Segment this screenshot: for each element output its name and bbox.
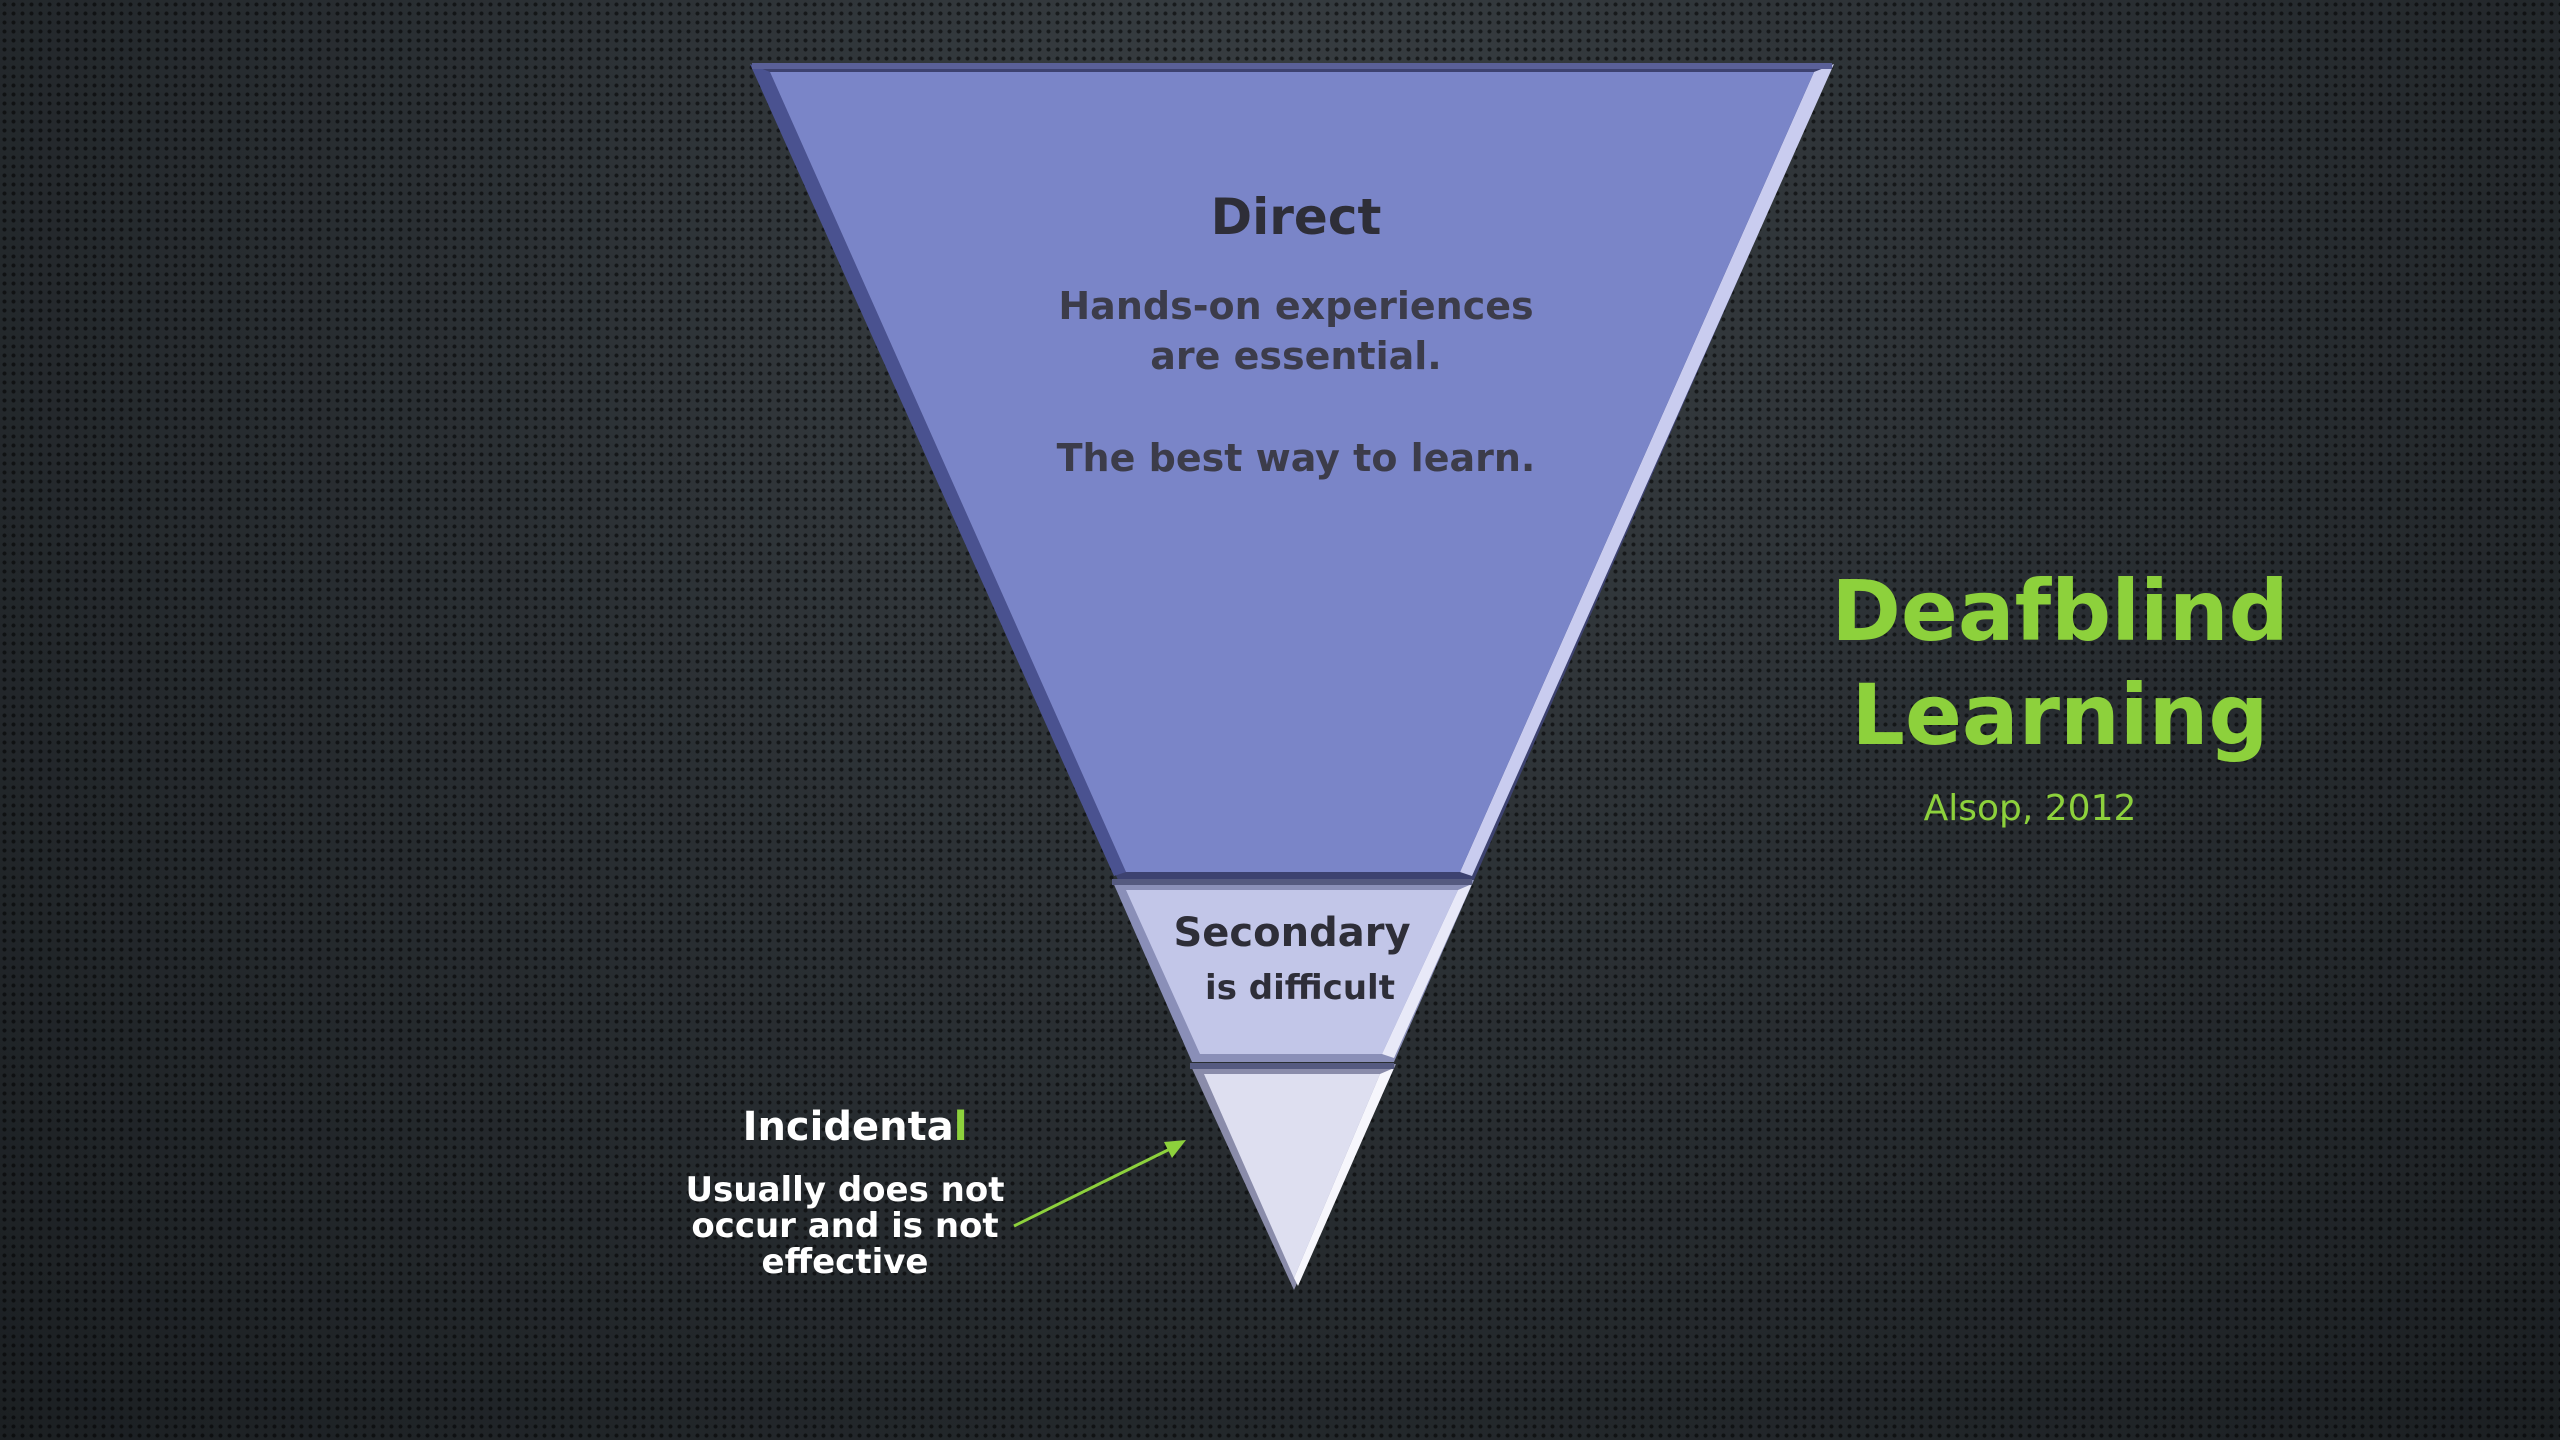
direct-line-1: Hands-on experiences	[1058, 284, 1534, 328]
direct-line-2: are essential.	[1150, 334, 1442, 378]
incidental-arrow	[1013, 1146, 1173, 1228]
incidental-section-rim-right	[1294, 1068, 1394, 1286]
direct-line-3: The best way to learn.	[1056, 436, 1536, 480]
citation: Alsop, 2012	[1923, 788, 2137, 829]
incidental-section	[1204, 1074, 1380, 1278]
direct-section-rim-right	[1460, 64, 1834, 876]
incidental-line-1: Usually does not	[685, 1170, 1005, 1210]
secondary-section-rim-right	[1382, 884, 1472, 1058]
direct-section-rim-left	[750, 64, 1126, 876]
incidental-title-accent: l	[953, 1104, 968, 1150]
direct-title: Direct	[1210, 188, 1382, 246]
incidental-arrowhead	[1164, 1140, 1186, 1158]
direct-section	[770, 72, 1814, 872]
slide-title-line-2: Learning	[1851, 666, 2269, 764]
incidental-line-2: occur and is not	[691, 1206, 999, 1246]
secondary-line-1: is difficult	[1205, 968, 1395, 1008]
incidental-line-3: effective	[761, 1242, 929, 1282]
secondary-title: Secondary	[1173, 910, 1411, 956]
incidental-title-main: Incidenta	[742, 1104, 954, 1150]
incidental-title: Incidental	[660, 1104, 1050, 1150]
secondary-section	[1126, 890, 1458, 1054]
slide-title-line-1: Deafblind	[1831, 562, 2289, 660]
